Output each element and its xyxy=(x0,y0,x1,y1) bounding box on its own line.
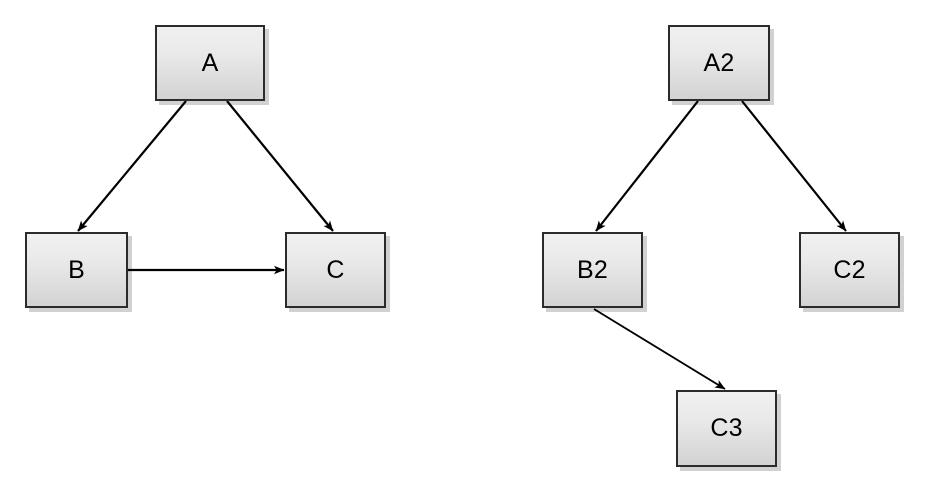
node-a[interactable]: A xyxy=(155,25,265,101)
node-label-a2: A2 xyxy=(703,48,735,77)
node-b2[interactable]: B2 xyxy=(542,232,643,308)
edge-a-to-b xyxy=(77,100,187,232)
edge-a-to-c xyxy=(226,100,334,232)
node-b[interactable]: B xyxy=(25,232,128,308)
node-label-b: B xyxy=(68,255,85,284)
node-label-c3: C3 xyxy=(710,414,743,442)
node-a2[interactable]: A2 xyxy=(668,25,770,101)
edge-a2-to-c2 xyxy=(741,100,847,232)
node-label-c: C xyxy=(326,255,345,284)
edge-a2-to-b2 xyxy=(595,100,699,232)
node-c3[interactable]: C3 xyxy=(676,390,777,467)
edge-b2-to-c3 xyxy=(593,308,726,390)
node-label-a: A xyxy=(201,48,219,77)
node-c2[interactable]: C2 xyxy=(799,232,900,308)
node-label-c2: C2 xyxy=(833,255,866,284)
node-label-b2: B2 xyxy=(577,255,608,284)
node-c[interactable]: C xyxy=(285,232,386,308)
